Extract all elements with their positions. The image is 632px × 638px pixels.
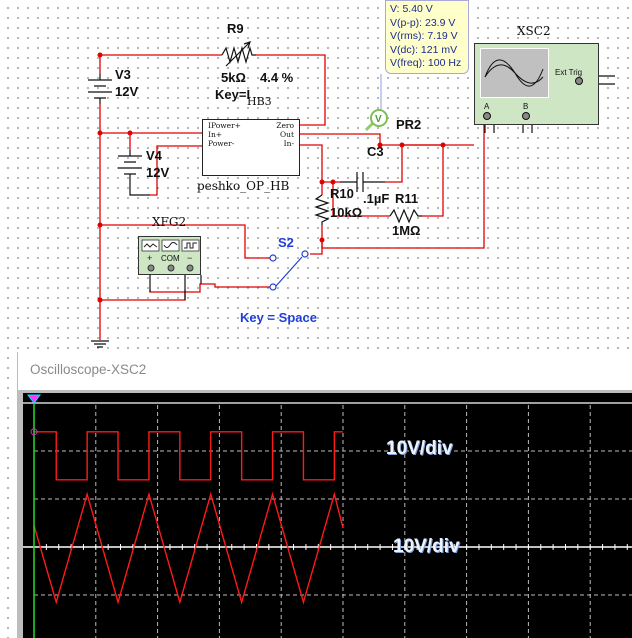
- xfg2-name: XFG2: [152, 215, 187, 229]
- v3-value: 12V: [115, 84, 139, 99]
- oscilloscope-plot: [23, 394, 632, 638]
- r9-zigzag: [221, 45, 256, 65]
- r11-zigzag: [389, 208, 422, 224]
- wire-pr2-node: [365, 133, 474, 146]
- pin-zero: Zero: [276, 121, 294, 130]
- oscilloscope-xsc2-icon[interactable]: Ext Trig A B: [474, 43, 599, 125]
- s2-switch: [269, 250, 309, 291]
- probe-readout-tooltip: V: 5.40 V V(p-p): 23.9 V V(rms): 7.19 V …: [385, 0, 469, 74]
- pin-out: Out: [280, 130, 294, 139]
- triangle-wave-icon: [143, 243, 158, 248]
- wire-xfg-s2: [100, 224, 270, 259]
- r10-value: 10kΩ: [330, 205, 363, 220]
- wire-r9-zero: [256, 54, 326, 126]
- r9-name: R9: [227, 21, 244, 36]
- c3-symbol: [340, 172, 385, 192]
- ground-icon: [91, 340, 109, 348]
- v4-name: V4: [146, 148, 162, 163]
- r11-value: 1MΩ: [392, 223, 421, 238]
- r9-setting: 4.4 %: [260, 70, 294, 85]
- fg-plus: +: [147, 253, 153, 263]
- wire-r11-left: [332, 182, 390, 217]
- pin-power-minus: Power-: [208, 139, 235, 148]
- function-generator-xfg2[interactable]: + COM −: [138, 236, 201, 275]
- wire-s2-common: [310, 240, 323, 255]
- opamp-block[interactable]: IPower+ In+ Power- Zero Out In-: [202, 119, 300, 176]
- cursor-marker-icon: [27, 394, 41, 404]
- r9-value: 5kΩ: [221, 70, 246, 85]
- probe-vfreq: V(freq): 100 Hz: [390, 57, 462, 69]
- wire-in-minus: [300, 144, 340, 183]
- c3-value: .1µF: [363, 191, 390, 206]
- channel-b-label: B: [523, 102, 529, 111]
- probe-vrms: V(rms): 7.19 V: [390, 30, 458, 42]
- channel-a-label: A: [484, 102, 490, 111]
- channel-a-square-trace: [34, 431, 343, 481]
- v3-name: V3: [115, 67, 131, 82]
- schematic-wiring: V: [88, 41, 615, 348]
- v4-value: 12V: [146, 165, 170, 180]
- wire-c3-right: [385, 145, 403, 183]
- fg-minus: −: [187, 253, 193, 263]
- fg-com: COM: [161, 254, 180, 263]
- oscilloscope-title: Oscilloscope-XSC2: [30, 362, 147, 377]
- square-wave-icon: [184, 242, 197, 249]
- r9-key: Key=I: [215, 87, 251, 102]
- sine-wave-icon: [163, 242, 178, 248]
- ext-trig-label: Ext Trig: [555, 68, 583, 77]
- s2-name: S2: [278, 235, 294, 250]
- pin-in-plus: In+: [208, 130, 223, 139]
- pin-ipower-plus: IPower+: [208, 121, 241, 130]
- wire-plus: [149, 283, 270, 293]
- voltage-probe-icon: V: [364, 74, 388, 132]
- channel-a-scale: 10V/div: [386, 438, 453, 459]
- r11-name: R11: [395, 191, 419, 206]
- oscilloscope-window[interactable]: Oscilloscope-XSC2 10V/div 10V/div: [17, 352, 632, 638]
- pr2-label: PR2: [396, 117, 422, 132]
- scope-icon-screen: [480, 48, 549, 98]
- r10-zigzag: [314, 194, 330, 225]
- c3-name: C3: [367, 144, 384, 159]
- channel-b-triangle-trace: [33, 491, 344, 605]
- oscilloscope-frame: 10V/div 10V/div: [18, 390, 632, 638]
- wire-v4-power: [150, 145, 202, 196]
- xsc2-name: XSC2: [517, 24, 551, 38]
- opamp-name: peshko_OP_HB: [197, 179, 290, 193]
- pin-in-minus: In-: [283, 139, 294, 148]
- probe-v: V: 5.40 V: [390, 3, 433, 15]
- channel-b-scale: 10V/div: [393, 536, 460, 557]
- trigger-marker-icon: [30, 428, 38, 436]
- svg-text:V: V: [375, 114, 382, 125]
- r10-name: R10: [330, 186, 354, 201]
- oscilloscope-screen: 10V/div 10V/div: [23, 393, 632, 638]
- probe-vpp: V(p-p): 23.9 V: [390, 16, 456, 29]
- s2-key: Key = Space: [240, 310, 317, 325]
- wire-r10-bottom: [321, 123, 485, 249]
- probe-vdc: V(dc): 121 mV: [390, 43, 458, 56]
- u-ref: HB3: [247, 95, 272, 108]
